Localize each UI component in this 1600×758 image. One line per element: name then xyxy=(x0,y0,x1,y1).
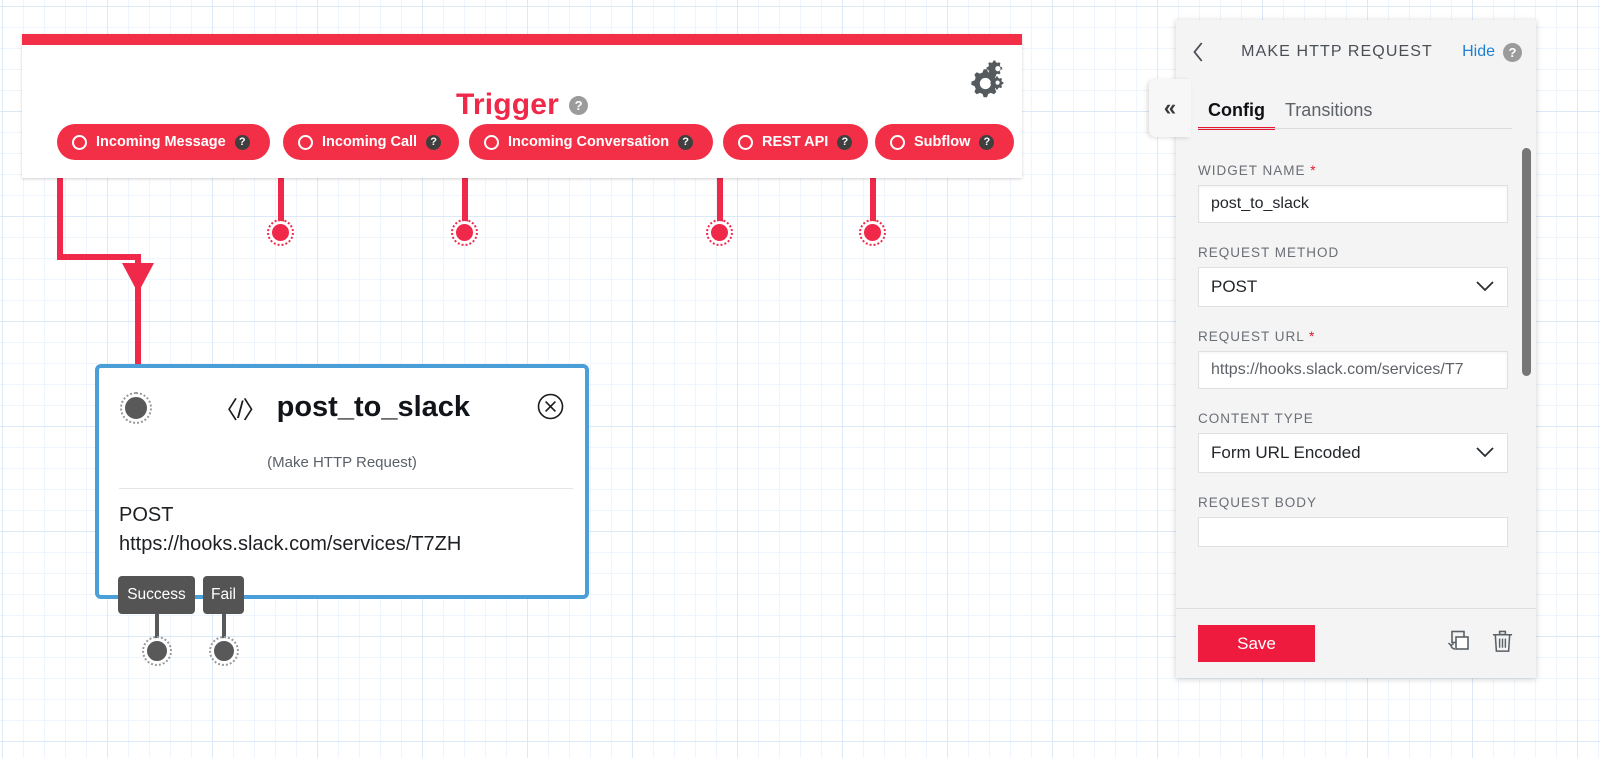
request-method-value: POST xyxy=(1211,277,1258,296)
required-marker: * xyxy=(1304,329,1316,344)
pill-port-icon xyxy=(484,134,499,150)
widget-name-label: WIDGET NAME * xyxy=(1198,163,1317,178)
pill-port-icon xyxy=(890,134,905,150)
trigger-node[interactable]: Trigger ? Incoming M xyxy=(22,34,1022,178)
tab-config[interactable]: Config xyxy=(1198,100,1275,130)
pill-help-icon[interactable]: ? xyxy=(837,134,853,150)
back-chevron-icon[interactable] xyxy=(1176,20,1222,84)
transition-stem-fail xyxy=(222,608,226,646)
content-type-label: CONTENT TYPE xyxy=(1198,411,1314,426)
pill-help-icon[interactable]: ? xyxy=(979,134,995,150)
panel-scrollbar[interactable] xyxy=(1522,148,1531,376)
request-body-label: REQUEST BODY xyxy=(1198,495,1318,510)
pill-help-icon[interactable]: ? xyxy=(678,134,694,150)
trigger-accent-bar xyxy=(22,34,1022,45)
chevron-down-icon xyxy=(1475,445,1495,462)
request-method-select[interactable]: POST xyxy=(1198,267,1508,307)
pill-help-icon[interactable]: ? xyxy=(234,134,250,150)
duplicate-icon[interactable] xyxy=(1445,629,1471,658)
transition-chip-success[interactable]: Success xyxy=(118,576,195,614)
trigger-pill-rest-api[interactable]: REST API ? xyxy=(723,124,868,160)
connector-subflow xyxy=(870,160,876,228)
panel-tabs: Config Transitions xyxy=(1176,84,1536,130)
widget-url: https://hooks.slack.com/services/T7ZH xyxy=(119,533,462,555)
config-form: WIDGET NAME * post_to_slack REQUEST METH… xyxy=(1176,135,1536,628)
connector-endpoint-incoming-conversation[interactable] xyxy=(451,219,478,246)
widget-node-post-to-slack[interactable]: 〈/〉 post_to_slack (Make HTTP Request) PO… xyxy=(95,364,589,599)
pill-label: Incoming Call xyxy=(322,134,418,150)
transition-chip-fail[interactable]: Fail xyxy=(203,576,244,614)
request-url-label: REQUEST URL * xyxy=(1198,329,1316,344)
pill-label: Incoming Conversation xyxy=(508,134,670,150)
widget-name-input[interactable]: post_to_slack xyxy=(1198,185,1508,223)
transition-label: Fail xyxy=(211,586,236,603)
trigger-title-row: Trigger ? xyxy=(22,88,1022,122)
connector-incoming-call xyxy=(278,160,284,228)
request-body-input[interactable] xyxy=(1198,517,1508,547)
pill-label: REST API xyxy=(762,134,829,150)
request-url-value: https://hooks.slack.com/services/T7 xyxy=(1211,361,1464,378)
pill-port-icon xyxy=(738,134,753,150)
required-marker: * xyxy=(1305,163,1317,178)
pill-port-icon xyxy=(298,134,313,150)
trash-icon[interactable] xyxy=(1491,629,1514,659)
transition-endpoint-success[interactable] xyxy=(142,636,172,666)
trigger-pill-row: Incoming Message ? Incoming Call ? Incom… xyxy=(22,124,1022,164)
collapse-panel-button[interactable]: « xyxy=(1149,79,1191,137)
gears-icon[interactable] xyxy=(964,60,1006,100)
chevron-double-left-icon: « xyxy=(1163,95,1177,120)
connector-incoming-message-h xyxy=(57,254,141,260)
code-icon: 〈/〉 xyxy=(213,397,267,424)
connector-endpoint-incoming-call[interactable] xyxy=(267,219,294,246)
tab-transitions[interactable]: Transitions xyxy=(1284,100,1373,120)
trigger-pill-subflow[interactable]: Subflow ? xyxy=(875,124,1014,160)
widget-title-row: 〈/〉 post_to_slack xyxy=(99,390,585,425)
request-method-label: REQUEST METHOD xyxy=(1198,245,1340,260)
save-button[interactable]: Save xyxy=(1198,625,1315,662)
trigger-pill-incoming-message[interactable]: Incoming Message ? xyxy=(57,124,270,160)
content-type-value: Form URL Encoded xyxy=(1211,443,1361,462)
request-url-input[interactable]: https://hooks.slack.com/services/T7 xyxy=(1198,351,1508,389)
widget-body: POST https://hooks.slack.com/services/T7… xyxy=(119,501,579,559)
pill-label: Incoming Message xyxy=(96,134,226,150)
transition-stem-success xyxy=(155,608,159,646)
connector-arrowhead xyxy=(122,263,154,293)
widget-input-port[interactable] xyxy=(120,392,152,424)
pill-help-icon[interactable]: ? xyxy=(426,134,442,150)
trigger-pill-incoming-call[interactable]: Incoming Call ? xyxy=(283,124,459,160)
chevron-down-icon xyxy=(1475,279,1495,296)
trigger-pill-incoming-conversation[interactable]: Incoming Conversation ? xyxy=(469,124,713,160)
connector-incoming-conversation xyxy=(462,160,468,228)
hide-button[interactable]: Hide xyxy=(1462,43,1495,60)
connector-incoming-message-v2 xyxy=(135,254,141,369)
widget-subtitle: (Make HTTP Request) xyxy=(267,454,417,471)
widget-name-value: post_to_slack xyxy=(1211,195,1309,212)
trigger-title: Trigger xyxy=(455,88,560,121)
widget-divider xyxy=(119,488,573,489)
panel-title: MAKE HTTP REQUEST xyxy=(1241,43,1433,60)
footer-actions xyxy=(1445,629,1514,659)
close-icon[interactable] xyxy=(537,393,564,420)
connector-rest-api xyxy=(717,160,723,228)
content-type-select[interactable]: Form URL Encoded xyxy=(1198,433,1508,473)
panel-help-icon[interactable]: ? xyxy=(1503,42,1522,62)
connector-incoming-message-v1 xyxy=(57,160,63,260)
widget-config-panel[interactable]: MAKE HTTP REQUEST Hide ? Config Transiti… xyxy=(1176,20,1536,678)
connector-endpoint-subflow[interactable] xyxy=(859,219,886,246)
connector-endpoint-rest-api[interactable] xyxy=(706,219,733,246)
transition-endpoint-fail[interactable] xyxy=(209,636,239,666)
transition-label: Success xyxy=(127,586,186,603)
pill-label: Subflow xyxy=(914,134,971,150)
trigger-help-icon[interactable]: ? xyxy=(569,95,589,115)
widget-title: post_to_slack xyxy=(276,391,471,423)
pill-port-icon xyxy=(72,134,87,150)
tabs-underline xyxy=(1198,128,1512,129)
widget-method: POST xyxy=(119,504,174,526)
panel-footer: Save xyxy=(1176,608,1536,678)
panel-header: MAKE HTTP REQUEST Hide ? xyxy=(1176,20,1536,84)
